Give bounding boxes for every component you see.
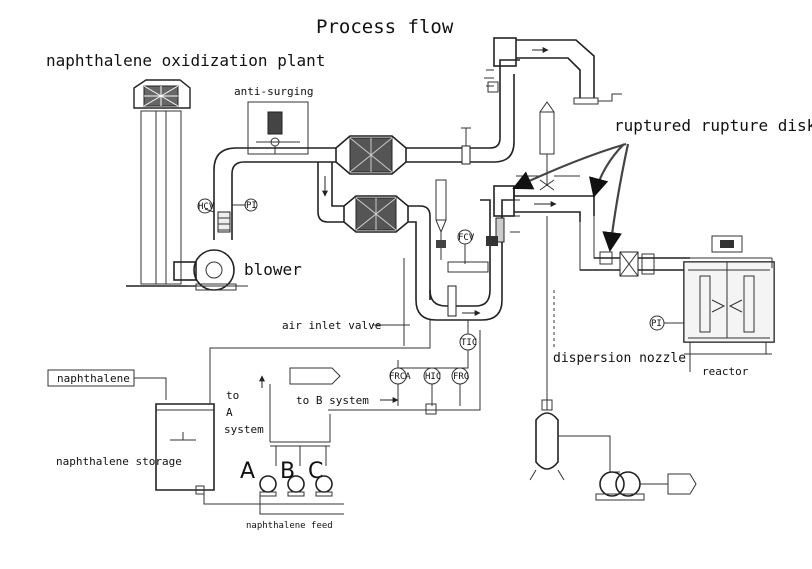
svg-text:FRCA: FRCA: [389, 372, 411, 382]
air-inlet-label: air inlet valve: [282, 319, 381, 332]
storage-tank: [155, 403, 238, 505]
pump-c: C: [308, 459, 333, 497]
naphthalene-label: naphthalene: [57, 372, 130, 385]
blower: [173, 249, 248, 291]
lower-piping: [317, 162, 431, 300]
svg-text:to: to: [226, 389, 239, 402]
feed-label: naphthalene feed: [246, 521, 333, 531]
separator-vessel: [529, 216, 697, 501]
plant-label: naphthalene oxidization plant: [46, 51, 325, 70]
svg-text:PI: PI: [651, 319, 662, 329]
frca-instrument: FRCA: [389, 367, 411, 385]
upper-filter: [335, 135, 407, 175]
dispersion-nozzle-label: dispersion nozzle: [553, 351, 686, 366]
blower-label: blower: [244, 260, 302, 279]
blower-piping: [213, 147, 336, 240]
b-system-line: [328, 330, 481, 411]
air-inlet-loop: [415, 187, 530, 321]
anti-surging-label: anti-surging: [234, 85, 313, 98]
naphthalene-source: naphthalene: [47, 369, 167, 400]
svg-text:C: C: [308, 459, 323, 484]
to-b-system: to B system: [296, 394, 399, 407]
svg-text:FRG: FRG: [453, 372, 469, 382]
hcv-instrument: HCV: [197, 198, 215, 214]
pump-base-lines: [238, 496, 344, 515]
rupture-disk-arrows: [512, 142, 630, 252]
pump-a: A: [240, 459, 277, 497]
reactor-feed-pipe: [580, 251, 690, 277]
fcv-instrument: FCV: [447, 229, 489, 273]
svg-text:PI: PI: [246, 201, 257, 211]
upper-pipe: [406, 37, 622, 165]
svg-text:HIC: HIC: [425, 372, 441, 382]
pi-reactor-instrument: PI: [649, 315, 684, 331]
feed-line: [209, 320, 431, 404]
svg-text:A: A: [240, 459, 255, 484]
storage-label: naphthalene storage: [56, 455, 182, 468]
svg-text:FCV: FCV: [458, 233, 475, 243]
svg-text:HCV: HCV: [198, 202, 215, 212]
to-a-system: to A system: [224, 367, 341, 442]
svg-text:B: B: [280, 459, 295, 484]
pi-blower-instrument: PI: [232, 198, 258, 212]
frg-instrument: FRG: [451, 367, 469, 385]
b-system-valve: [425, 403, 437, 415]
svg-text:A: A: [226, 406, 233, 419]
rupture-disk-label: ruptured rupture disk: [614, 116, 812, 135]
reactor-label: reactor: [702, 365, 749, 378]
dispersion-pipe: [493, 101, 613, 271]
reactor: [683, 235, 775, 372]
anti-surging-unit: [247, 101, 309, 155]
tic-instrument: TIC: [459, 320, 477, 351]
hic-instrument: HIC: [423, 367, 441, 385]
svg-text:TIC: TIC: [461, 338, 477, 348]
instrument-lines: [397, 350, 469, 406]
svg-text:system: system: [224, 423, 264, 436]
diagram-title: Process flow: [316, 16, 454, 38]
svg-text:to B system: to B system: [296, 394, 369, 407]
pump-b: B: [280, 459, 305, 497]
stack: [126, 79, 196, 287]
pump-manifold: [270, 414, 331, 466]
mixer-column: [435, 179, 447, 260]
